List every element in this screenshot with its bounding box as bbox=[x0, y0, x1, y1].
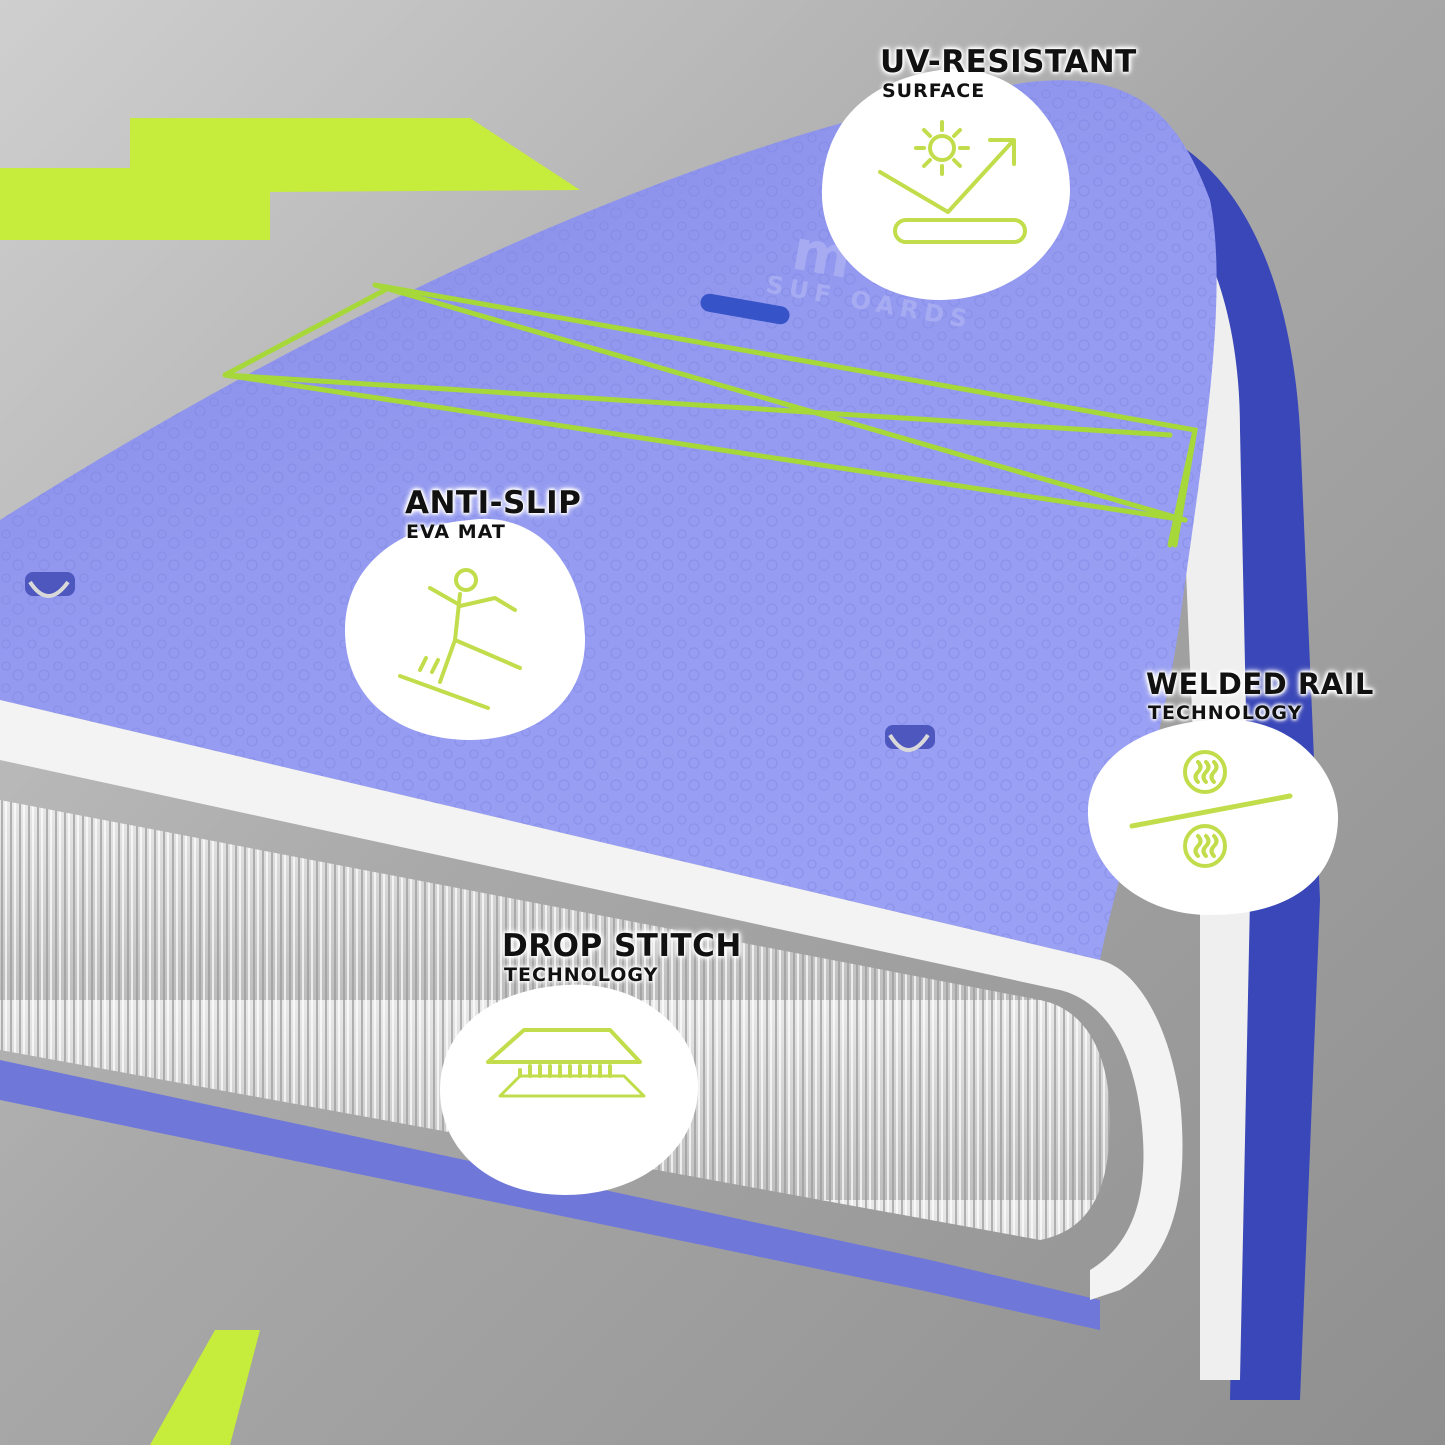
slipping-person-icon bbox=[398, 568, 522, 710]
feature-subtitle: TECHNOLOGY bbox=[1148, 702, 1303, 724]
feature-subtitle: EVA MAT bbox=[406, 521, 506, 543]
drop-stitch-layers-icon bbox=[486, 1028, 646, 1098]
board-bottom-layer bbox=[0, 1060, 1100, 1330]
bungee-cords bbox=[222, 282, 1198, 548]
feature-blob-drop-stitch bbox=[440, 984, 699, 1195]
accent-swoosh bbox=[0, 118, 580, 240]
feature-subtitle: TECHNOLOGY bbox=[504, 964, 659, 986]
feature-subtitle: SURFACE bbox=[882, 80, 986, 102]
feature-blob-welded bbox=[1087, 719, 1339, 915]
heated-rollers-icon bbox=[1129, 750, 1293, 868]
feature-title: UV-RESISTANT bbox=[880, 44, 1137, 80]
d-ring-right bbox=[885, 725, 935, 752]
feature-blob-anti-slip bbox=[345, 518, 585, 740]
feature-title: ANTI-SLIP bbox=[405, 485, 582, 521]
accent-swoosh-bottom bbox=[150, 1330, 260, 1445]
board-rail-white bbox=[1120, 150, 1250, 1380]
d-ring-left bbox=[25, 572, 75, 598]
sun-ray-reflect-icon bbox=[878, 120, 1027, 244]
feature-title: WELDED RAIL bbox=[1146, 667, 1374, 701]
bungee-clip bbox=[700, 293, 790, 325]
board-rail-front bbox=[0, 700, 1183, 1300]
feature-title: DROP STITCH bbox=[502, 928, 742, 964]
